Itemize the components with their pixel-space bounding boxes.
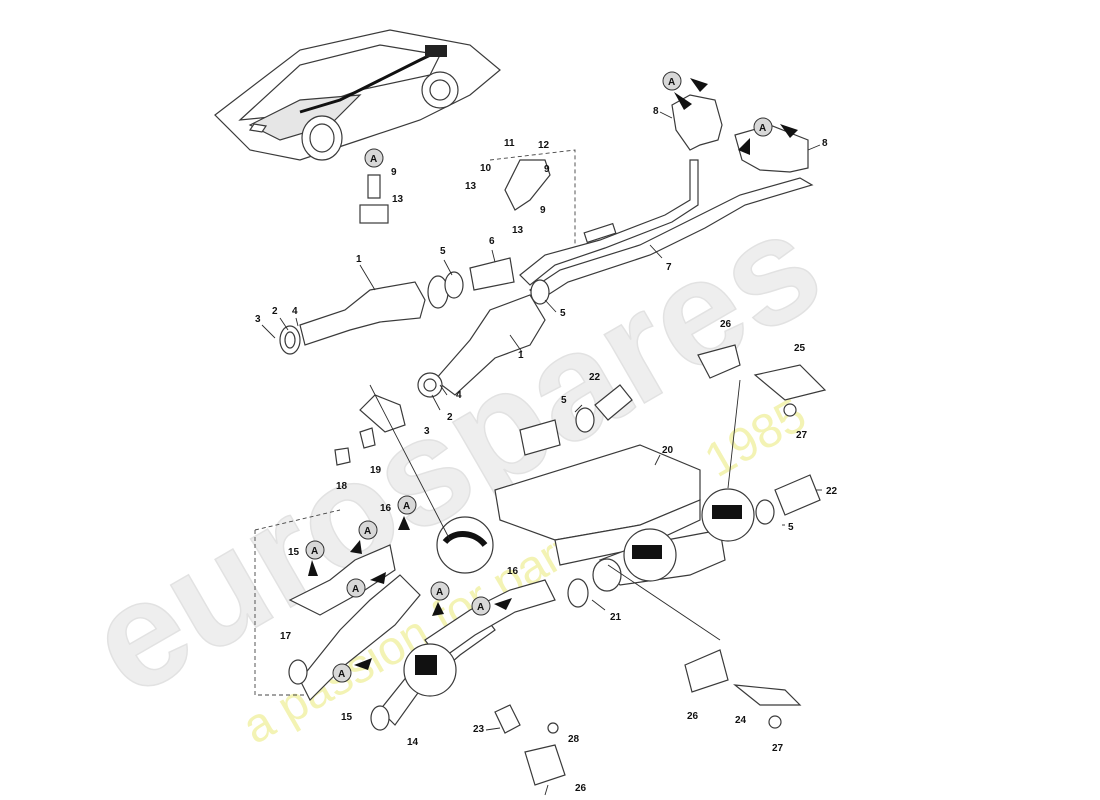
marker-a-8: A [346,572,386,598]
catalyst-right [417,279,550,398]
rear-mounts [524,344,827,786]
part-callouts: 1 1 2 2 3 3 4 4 5 5 5 5 6 7 8 8 9 9 9 10… [255,106,838,794]
marker-a-1: A [662,71,708,92]
tail-pipes-22 [575,384,821,525]
marker-a-9: A [430,581,450,616]
callout-label: 26 [687,711,699,722]
callout-label: 7 [666,262,672,273]
svg-text:A: A [477,602,484,613]
callout-label: 13 [392,194,404,205]
callout-label: 13 [512,225,524,236]
assembly-frames [254,149,576,696]
svg-text:A: A [403,501,410,512]
catalyst-left [279,257,515,355]
callout-label: 10 [480,163,492,174]
marker-a-2 [674,92,692,110]
detail-circles [403,488,755,697]
callout-label: 16 [507,566,519,577]
svg-text:A: A [364,526,371,537]
callout-label: 28 [568,734,580,745]
marker-a-7: A [305,540,325,576]
svg-text:A: A [436,587,443,598]
callout-label: 6 [489,236,495,247]
callout-label: 5 [560,308,566,319]
hanger-19 [334,394,406,466]
callout-label: 5 [788,522,794,533]
callout-label: 9 [540,205,546,216]
svg-text:A: A [338,669,345,680]
callout-label: 1 [518,350,524,361]
svg-text:A: A [370,154,377,165]
callout-label: 8 [653,106,659,117]
bracket-23 [494,704,521,734]
marker-a-10: A [471,596,512,616]
bracket-assembly [359,159,551,224]
callout-label: 27 [796,430,808,441]
callout-label: 4 [292,306,298,317]
marker-a-3: A [738,117,798,155]
callout-label: 5 [440,246,446,257]
callout-label: 26 [720,319,732,330]
callout-label: 5 [561,395,567,406]
callout-label: 18 [336,481,348,492]
intermediate-pipes-7 [519,159,814,301]
detail-markers: A A A A A A A A A A [305,71,798,683]
callout-label: 22 [589,372,601,383]
callout-label: 15 [341,712,353,723]
svg-text:A: A [311,546,318,557]
callout-label: 17 [280,631,292,642]
clamp-21 [567,578,589,608]
marker-a-5: A [397,495,417,530]
mount-13 [359,204,389,224]
callout-label: 16 [380,503,392,514]
callout-label: 2 [272,306,278,317]
svg-text:A: A [759,123,766,134]
callout-label: 11 [504,138,515,149]
callout-label: 8 [822,138,828,149]
callout-label: 15 [288,547,300,558]
callout-label: 9 [544,164,550,175]
callout-label: 21 [610,612,622,623]
callout-label: 24 [735,715,747,726]
callout-label: 19 [370,465,382,476]
callout-label: 2 [447,412,453,423]
callout-label: 3 [424,426,430,437]
callout-label: 23 [473,724,485,735]
callout-label: 20 [662,445,674,456]
callout-label: 1 [356,254,362,265]
svg-text:A: A [668,77,675,88]
callout-label: 27 [772,743,784,754]
leader-lines [261,111,822,796]
pipe-outlet [592,558,622,592]
callout-label: 14 [407,737,419,748]
callout-label: 3 [255,314,261,325]
clamp-5-a [444,271,464,299]
marker-a-11: A [332,658,372,683]
callout-label: 25 [794,343,806,354]
marker-a-4: A [364,148,384,168]
callout-label: 22 [826,486,838,497]
marker-a-6: A [350,520,378,554]
callout-label: 12 [538,140,550,151]
callout-label: 26 [575,783,587,794]
callout-label: 13 [465,181,477,192]
clamp-5-b [530,279,550,305]
callout-label: 4 [456,390,462,401]
bolt-9 [367,174,381,199]
callout-label: 9 [391,167,397,178]
car-illustration [214,29,501,161]
svg-text:A: A [352,584,359,595]
sleeve-6 [469,257,515,291]
